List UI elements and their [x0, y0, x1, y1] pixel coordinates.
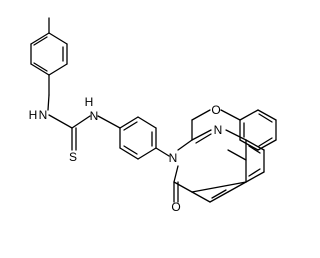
thiourea-linker: [47, 74, 121, 151]
atom-label-n-left: N: [39, 108, 48, 122]
phenylene-ring: [119, 116, 170, 160]
atom-label-ether-o: O: [211, 103, 220, 117]
atom-label-carbonyl-o: O: [171, 200, 180, 214]
phenoxymethyl-group: [191, 109, 277, 151]
molecule-structure-diagram: H N H N S N N O O: [29, 17, 277, 214]
atom-label-n3: N: [169, 151, 178, 165]
atom-label-nh-left: H: [29, 108, 38, 122]
quinazolinone-core: [173, 129, 265, 203]
atom-labels: H N H N S N N O O: [29, 95, 223, 214]
tolyl-ring: [30, 17, 68, 76]
atom-label-n-right: N: [90, 109, 99, 123]
atom-label-s: S: [69, 150, 77, 164]
atom-label-n1: N: [214, 123, 223, 137]
atom-label-nh-right: H: [85, 95, 94, 109]
